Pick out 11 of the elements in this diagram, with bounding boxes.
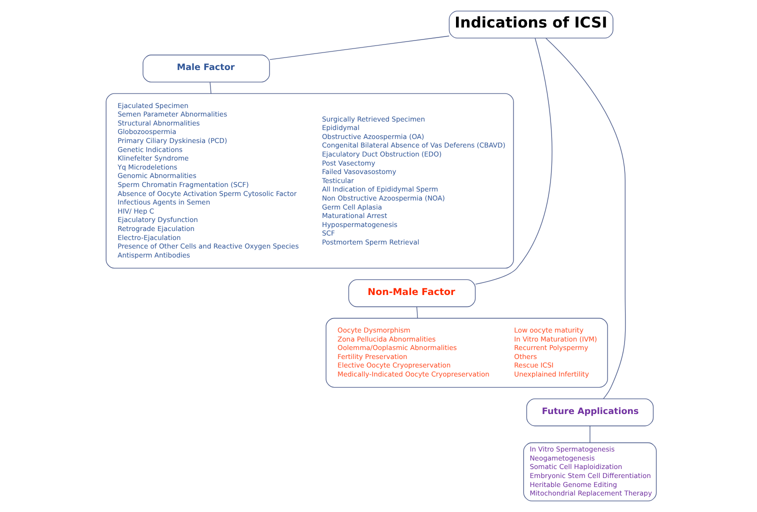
- node-box: Future Applications: [526, 398, 654, 426]
- connector: [475, 38, 552, 285]
- node-box: Male Factor: [142, 54, 270, 82]
- connector: [269, 36, 450, 60]
- connector: [416, 306, 418, 319]
- cluster: [326, 318, 608, 388]
- cluster: [106, 93, 514, 269]
- node-box: Indications of ICSI: [448, 10, 614, 38]
- connector: [545, 38, 626, 400]
- node-box: Non-Male Factor: [348, 279, 476, 308]
- connector: [210, 82, 212, 94]
